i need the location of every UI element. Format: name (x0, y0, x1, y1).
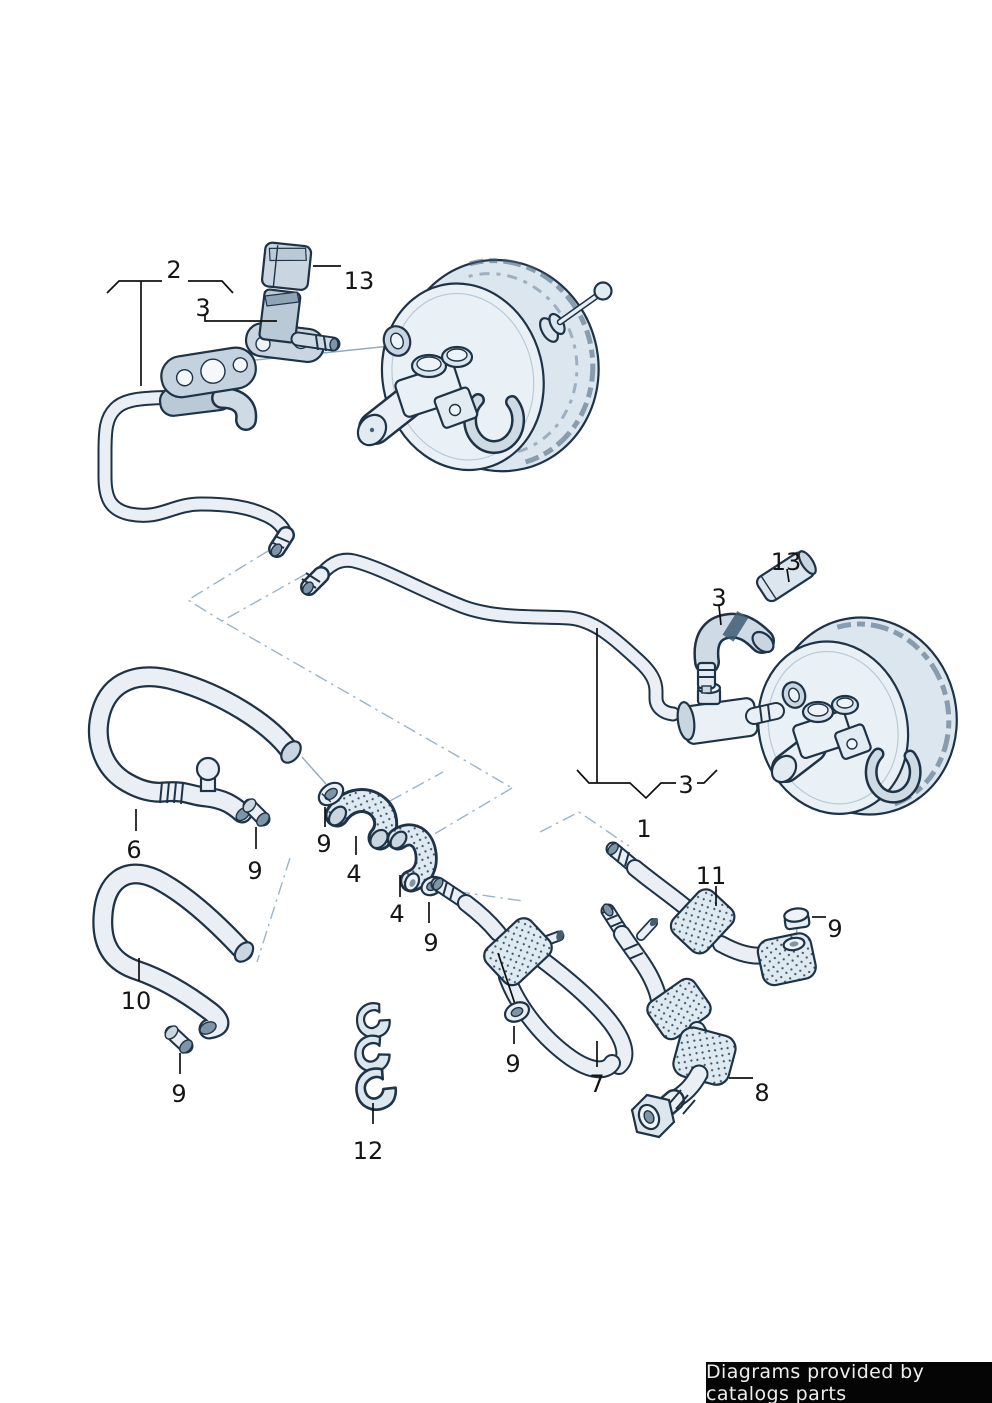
hose-8 (600, 903, 737, 1139)
vacuum-pipe-2 (97, 346, 295, 558)
hose-11 (605, 841, 817, 987)
retaining-clips-12 (349, 998, 402, 1117)
hose-7 (430, 876, 634, 1079)
clamp-9-elbow (317, 781, 345, 807)
brake-servo-1 (356, 258, 613, 473)
cap-9-hose11 (783, 907, 811, 931)
callout-11[interactable]: 11 (696, 862, 727, 890)
servo-push-rod (539, 281, 613, 343)
check-valve-3-right (693, 610, 775, 694)
hose-6 (87, 666, 302, 824)
footer-credit-text: Diagrams provided by catalogs parts (706, 1360, 925, 1403)
servo-port-grommet-1 (382, 325, 412, 357)
callout-12[interactable]: 12 (353, 1137, 384, 1165)
leader-lines (106, 265, 826, 1124)
callout-4-first[interactable]: 4 (346, 860, 361, 888)
clamp-9-hose7 (503, 1001, 531, 1023)
callout-4-second[interactable]: 4 (389, 900, 404, 928)
callout-1[interactable]: 1 (636, 815, 651, 843)
callout-9-hose7[interactable]: 9 (505, 1050, 520, 1078)
callout-2[interactable]: 2 (166, 256, 181, 284)
check-valve-3-top (244, 288, 341, 364)
protective-cap-13-right (755, 550, 817, 603)
master-cylinder-1 (356, 345, 479, 447)
t-union-fitting (676, 681, 785, 745)
callout-13-right[interactable]: 13 (771, 548, 802, 576)
callout-9-cap[interactable]: 9 (827, 915, 842, 943)
callout-3-bracket[interactable]: 3 (678, 771, 693, 799)
callout-10[interactable]: 10 (121, 987, 152, 1015)
elbow-connector-4-second (386, 823, 438, 893)
vacuum-pipe-1 (300, 552, 681, 722)
protective-cap-13-top (260, 241, 313, 291)
callout-3-right[interactable]: 3 (711, 584, 726, 612)
callout-6[interactable]: 6 (126, 836, 141, 864)
elbow-connector-4-first (324, 788, 399, 851)
callout-labels: 2 3 13 13 3 3 1 11 9 6 9 9 4 4 9 10 9 9 … (121, 256, 843, 1165)
connector-piece-9-hose6 (242, 798, 271, 827)
callout-8[interactable]: 8 (754, 1079, 769, 1107)
brake-servo-2 (757, 616, 958, 816)
servo-port-grommet-2 (781, 681, 807, 709)
callout-9-hose6[interactable]: 9 (247, 857, 262, 885)
greek-key-rim (469, 258, 596, 466)
master-cylinder-2 (770, 694, 872, 784)
callout-3-top[interactable]: 3 (195, 294, 210, 322)
callout-7[interactable]: 7 (589, 1070, 604, 1098)
hose-10 (92, 863, 255, 1040)
callout-9-small[interactable]: 9 (423, 929, 438, 957)
callout-13-top[interactable]: 13 (344, 267, 375, 295)
callout-9-hose10[interactable]: 9 (171, 1080, 186, 1108)
callout-9-clamp[interactable]: 9 (316, 830, 331, 858)
footer-credit-bar: Diagrams provided by catalogs parts (706, 1360, 992, 1403)
connector-piece-9-hose10 (164, 1025, 194, 1054)
pipe-bracket-flange (160, 346, 257, 399)
